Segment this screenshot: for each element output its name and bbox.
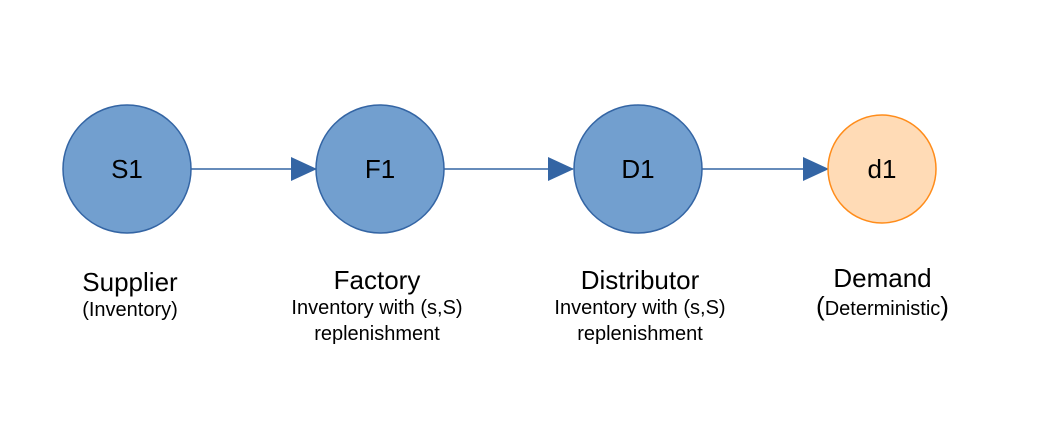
caption-distributor-sub1: Inventory with (s,S) (554, 297, 726, 319)
caption-distributor-sub2: replenishment (577, 323, 703, 345)
caption-demand-title: Demand (833, 263, 932, 293)
caption-factory-sub1: Inventory with (s,S) (291, 297, 463, 319)
node-d1-label: D1 (621, 154, 654, 184)
caption-factory: Factory Inventory with (s,S) replenishme… (262, 265, 492, 347)
caption-factory-sub2: replenishment (314, 323, 440, 345)
caption-demand-open-paren: ( (816, 291, 825, 321)
node-demand (827, 114, 937, 224)
node-s1 (62, 104, 192, 234)
node-demand-label: d1 (868, 154, 897, 184)
node-f1-label: F1 (365, 154, 395, 184)
node-d1 (573, 104, 703, 234)
caption-factory-title: Factory (333, 265, 421, 295)
caption-demand-close-paren: ) (940, 291, 949, 321)
caption-supplier: Supplier (Inventory) (30, 267, 230, 323)
node-f1 (315, 104, 445, 234)
caption-demand-sub: Deterministic (824, 298, 941, 320)
caption-supplier-sub: (Inventory) (82, 299, 178, 321)
caption-supplier-title: Supplier (82, 267, 178, 297)
caption-demand: Demand (Deterministic) (780, 263, 985, 322)
caption-distributor-title: Distributor (580, 265, 700, 295)
node-s1-label: S1 (111, 154, 143, 184)
caption-demand-sub-line: (Deterministic) (780, 293, 985, 322)
caption-distributor: Distributor Inventory with (s,S) repleni… (525, 265, 755, 347)
